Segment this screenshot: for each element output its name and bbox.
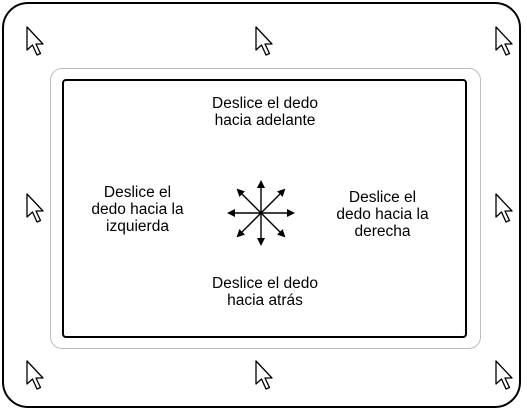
swipe-forward-label: Deslice el dedo hacia adelante (212, 95, 318, 129)
mouse-pointer-icon (26, 193, 44, 223)
eight-direction-arrows-icon (227, 180, 295, 246)
mouse-pointer-icon (26, 360, 44, 390)
mouse-pointer-icon (495, 193, 513, 223)
mouse-pointer-icon (255, 26, 273, 56)
swipe-left-label: Deslice el dedo hacia la izquierda (91, 184, 184, 235)
touchpad-surface (62, 79, 467, 338)
mouse-pointer-icon (495, 360, 513, 390)
swipe-right-label: Deslice el dedo hacia la derecha (336, 189, 429, 240)
touchpad-bezel (50, 68, 481, 349)
mouse-pointer-icon (26, 26, 44, 56)
mouse-pointer-icon (495, 26, 513, 56)
mouse-pointer-icon (255, 360, 273, 390)
swipe-back-label: Deslice el dedo hacia atrás (212, 275, 318, 309)
